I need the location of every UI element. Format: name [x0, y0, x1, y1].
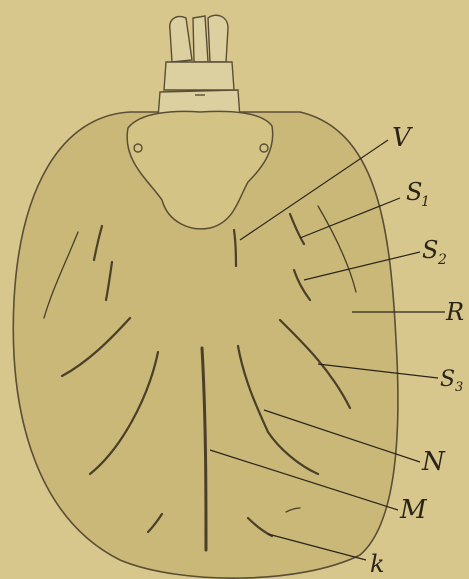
label-k: k — [370, 550, 385, 578]
label-S1-sub: 1 — [421, 194, 430, 210]
label-S1: S — [406, 178, 422, 206]
capitulum — [158, 15, 240, 118]
label-S2: S — [422, 236, 438, 264]
label-S3-sub: 3 — [455, 380, 463, 395]
label-S2-sub: 2 — [437, 252, 447, 268]
label-R: R — [445, 298, 464, 326]
label-V: V — [392, 123, 413, 153]
label-S3: S — [440, 367, 455, 392]
label-N: N — [421, 447, 446, 477]
label-M: M — [399, 495, 428, 525]
